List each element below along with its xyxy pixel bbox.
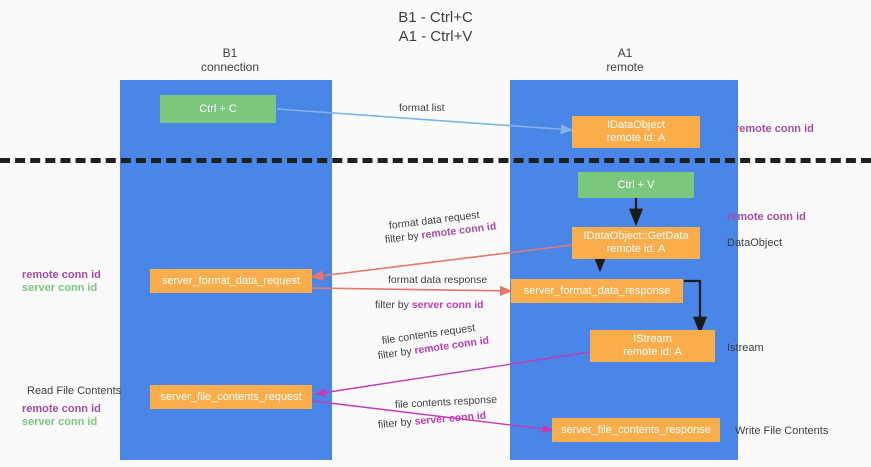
box-server-format-data-request-label: server_format_data_request: [161, 274, 301, 287]
box-server-file-contents-request-label: server_file_contents_request: [160, 390, 302, 403]
filter-key-server-conn-id: server conn id: [414, 409, 487, 428]
box-ctrl-v-label: Ctrl + V: [617, 178, 655, 191]
edge-label-format-data-response: format data response: [388, 274, 488, 286]
box-idataobject[interactable]: IDataObject remote id: A: [572, 116, 700, 148]
box-server-format-data-request[interactable]: server_format_data_request: [150, 269, 312, 293]
annotation-remote-conn-id-mid: remote conn id: [727, 211, 806, 223]
page-title: B1 - Ctrl+C A1 - Ctrl+V: [398, 9, 473, 45]
box-server-file-contents-response[interactable]: server_file_contents_response: [552, 418, 720, 442]
box-server-format-data-response-label: server_format_data_response: [523, 284, 671, 297]
annotation-write-file-contents: Write File Contents: [735, 425, 829, 437]
column-header-a1: A1 remote: [606, 46, 644, 74]
edge-label-format-list: format list: [399, 102, 445, 114]
annotation-left-remote-conn-id-2: remote conn id: [22, 403, 101, 415]
edge-filter-file-contents-response: filter by server conn id: [377, 409, 486, 432]
box-server-file-contents-response-label: server_file_contents_response: [561, 423, 711, 436]
annotation-istream: Istream: [727, 342, 764, 354]
annotation-left-server-conn-id-2: server conn id: [22, 416, 98, 428]
filter-prefix: filter by: [377, 415, 416, 431]
box-idataobject-label: IDataObject: [606, 119, 666, 131]
filter-prefix: filter by: [377, 344, 416, 362]
box-istream-sub: remote id: A: [623, 346, 682, 358]
box-idataobject-getdata[interactable]: IDataObject::GetData remote id: A: [572, 227, 700, 259]
box-idataobject-getdata-label: IDataObject::GetData: [583, 230, 689, 242]
phase-separator: [0, 158, 871, 163]
box-server-file-contents-request[interactable]: server_file_contents_request: [150, 385, 312, 409]
box-istream-label: IStream: [633, 333, 672, 345]
annotation-dataobject: DataObject: [727, 237, 783, 249]
filter-prefix: filter by: [375, 299, 412, 311]
box-ctrl-v[interactable]: Ctrl + V: [578, 172, 694, 198]
column-header-b1: B1 connection: [200, 46, 260, 74]
filter-key-server-conn-id: server conn id: [411, 299, 484, 311]
annotation-remote-conn-id-top: remote conn id: [735, 123, 814, 135]
box-istream[interactable]: IStream remote id: A: [590, 330, 715, 362]
annotation-read-file-contents: Read File Contents: [27, 385, 122, 397]
edge-filter-format-data-response: filter by server conn id: [375, 298, 484, 312]
box-ctrl-c[interactable]: Ctrl + C: [160, 95, 276, 123]
box-server-format-data-response[interactable]: server_format_data_response: [511, 279, 683, 303]
box-ctrl-c-label: Ctrl + C: [199, 102, 237, 115]
annotation-left-remote-conn-id: remote conn id: [22, 269, 101, 281]
box-idataobject-sub: remote id: A: [606, 132, 666, 144]
box-idataobject-getdata-sub: remote id: A: [606, 243, 666, 255]
annotation-left-server-conn-id: server conn id: [22, 282, 98, 294]
filter-prefix: filter by: [384, 229, 423, 246]
